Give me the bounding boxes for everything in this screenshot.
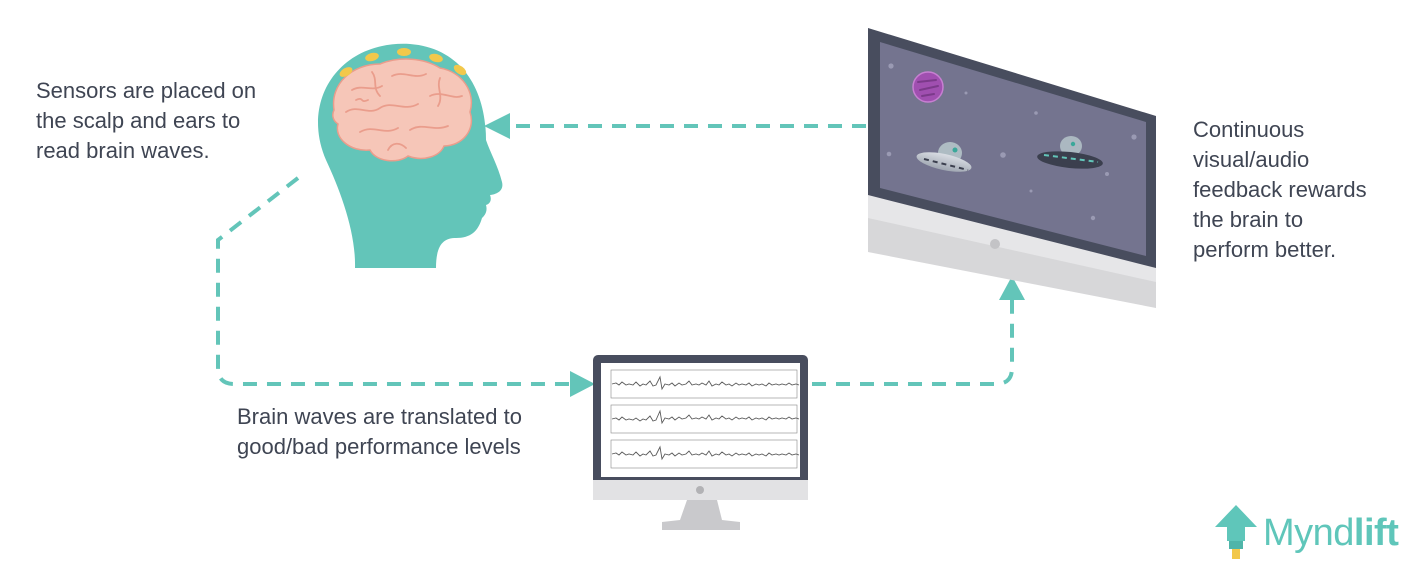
logo-wordmark-regular: Mynd (1263, 511, 1354, 554)
feedback-caption-line-3: feedback rewards (1193, 177, 1367, 202)
monitor-chin (868, 195, 1156, 282)
head-illustration (318, 43, 503, 268)
planet-icon (912, 71, 944, 103)
sensors-caption: Sensors are placed on the scalp and ears… (36, 76, 256, 166)
translate-caption-line-1: Brain waves are translated to (237, 404, 522, 429)
flow-arrow-computer-to-feedback (812, 276, 1025, 386)
myndlift-arrow-logo-icon (1215, 505, 1257, 559)
logo-wordmark: Myndlift (1263, 511, 1399, 555)
sensor-dot-icon (339, 67, 353, 77)
computer-stand (662, 500, 740, 530)
sensor-dot-icon (453, 64, 467, 76)
eeg-traces (610, 369, 800, 469)
sensor-dot-icon (397, 48, 411, 56)
feedback-caption-line-5: perform better. (1193, 237, 1337, 262)
eeg-screen (601, 363, 800, 477)
brain-icon (332, 58, 473, 162)
sensor-dot-icon (429, 53, 443, 63)
translate-caption: Brain waves are translated to good/bad p… (237, 402, 522, 462)
feedback-caption-line-1: Continuous (1193, 117, 1305, 142)
stars (886, 63, 1137, 221)
ufo-dark-icon (1037, 136, 1103, 169)
game-screen (880, 42, 1146, 256)
sensor-dots (339, 48, 467, 77)
ufo-light-icon (916, 142, 972, 172)
translate-caption-line-2: good/bad performance levels (237, 434, 521, 459)
feedback-monitor (868, 28, 1156, 308)
sensor-dot-icon (365, 52, 379, 62)
sensors-caption-line-2: the scalp and ears to (36, 108, 241, 133)
eeg-computer (593, 355, 808, 530)
myndlift-logo: Myndlift (1215, 503, 1399, 563)
arrow-head-right-icon (570, 371, 595, 397)
flow-arrow-head-to-computer (216, 176, 595, 397)
sensors-caption-line-3: read brain waves. (36, 138, 210, 163)
monitor-power-button (990, 239, 1000, 249)
sensors-caption-line-1: Sensors are placed on (36, 78, 257, 103)
arrow-head-left-icon (484, 113, 510, 139)
feedback-caption-line-4: the brain to (1193, 207, 1304, 232)
arrow-head-up-icon (999, 276, 1025, 300)
logo-wordmark-bold: lift (1353, 511, 1399, 554)
feedback-caption: Continuous visual/audio feedback rewards… (1193, 115, 1367, 265)
feedback-caption-line-2: visual/audio (1193, 147, 1310, 172)
